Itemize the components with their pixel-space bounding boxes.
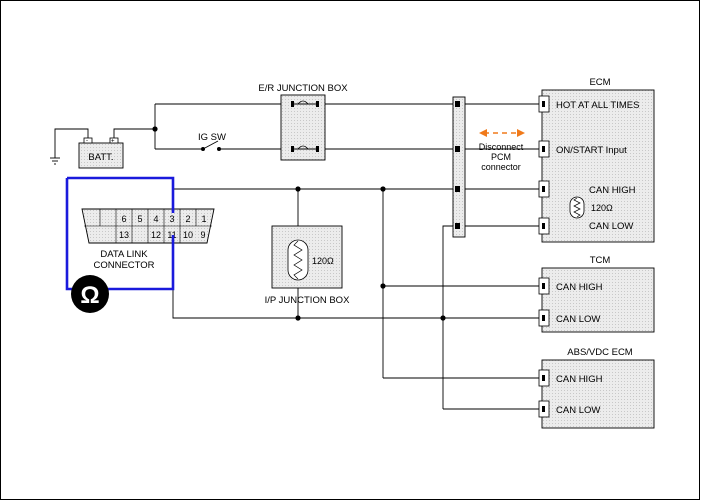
er-junction-box-label: E/R JUNCTION BOX	[258, 83, 348, 94]
ecm-can-high: CAN HIGH	[589, 185, 636, 196]
abs-vdc-ecm-title: ABS/VDC ECM	[567, 347, 633, 358]
data-link-connector: 6 5 4 3 2 1 13 12 11 10 9 DATA LINK CONN…	[81, 208, 215, 271]
dlc-pin-5: 5	[137, 214, 142, 224]
disconnect-line1: Disconnect	[479, 142, 524, 152]
abs-can-low: CAN LOW	[556, 405, 600, 416]
dlc-pin-6: 6	[121, 214, 126, 224]
dlc-label-line1: DATA LINK	[100, 249, 148, 260]
ignition-switch: IG SW	[198, 132, 226, 151]
right-arrow-icon	[517, 129, 525, 137]
dlc-pin-10: 10	[183, 230, 193, 240]
disconnect-line3: connector	[481, 162, 521, 172]
ip-resistor-label: 120Ω	[312, 256, 334, 266]
dlc-pin-2: 2	[185, 214, 190, 224]
battery-label: BATT.	[88, 152, 113, 163]
ohmmeter-highlight: Ω	[65, 176, 175, 313]
abs-vdc-ecm-module: ABS/VDC ECM CAN HIGH CAN LOW	[538, 347, 655, 429]
battery: - + BATT.	[50, 128, 124, 169]
tcm-can-high: CAN HIGH	[556, 282, 603, 293]
ecm-can-low: CAN LOW	[589, 221, 633, 232]
dlc-pin-13: 13	[119, 230, 129, 240]
tcm-title: TCM	[590, 255, 611, 266]
pcm-connector	[452, 96, 466, 238]
blue-meter-lead-high	[67, 176, 175, 213]
dlc-label-line2: CONNECTOR	[93, 260, 154, 271]
dlc-pin-3: 3	[169, 214, 174, 224]
junction-dots	[152, 126, 580, 321]
dlc-pin-1: 1	[201, 214, 206, 224]
ecm-module: ECM HOT AT ALL TIMES ON/START Input CAN …	[538, 77, 655, 243]
svg-text:-: -	[86, 138, 88, 144]
left-arrow-icon	[479, 129, 487, 137]
ecm-on-start-input: ON/START Input	[556, 145, 627, 156]
tcm-module: TCM CAN HIGH CAN LOW	[538, 255, 655, 333]
ip-junction-box-label: I/P JUNCTION BOX	[265, 295, 350, 306]
ohmmeter-icon	[71, 275, 109, 313]
abs-can-high: CAN HIGH	[556, 374, 603, 385]
ecm-resistor-label: 120Ω	[591, 203, 613, 213]
blue-meter-lead-low	[65, 178, 175, 291]
ip-junction-box: 120Ω I/P JUNCTION BOX	[265, 225, 350, 306]
dlc-pin-9: 9	[200, 230, 205, 240]
disconnect-note: Disconnect PCM connector	[479, 129, 525, 172]
ecm-title: ECM	[589, 77, 610, 88]
disconnect-line2: PCM	[491, 152, 511, 162]
svg-text:+: +	[111, 139, 115, 145]
ohm-symbol: Ω	[80, 282, 99, 309]
dlc-pin-4: 4	[153, 214, 158, 224]
ecm-hot-at-all-times: HOT AT ALL TIMES	[556, 100, 639, 111]
er-junction-box: E/R JUNCTION BOX	[258, 83, 348, 161]
tcm-can-low: CAN LOW	[556, 314, 600, 325]
ignition-switch-label: IG SW	[198, 132, 226, 143]
dlc-pin-12: 12	[151, 230, 161, 240]
